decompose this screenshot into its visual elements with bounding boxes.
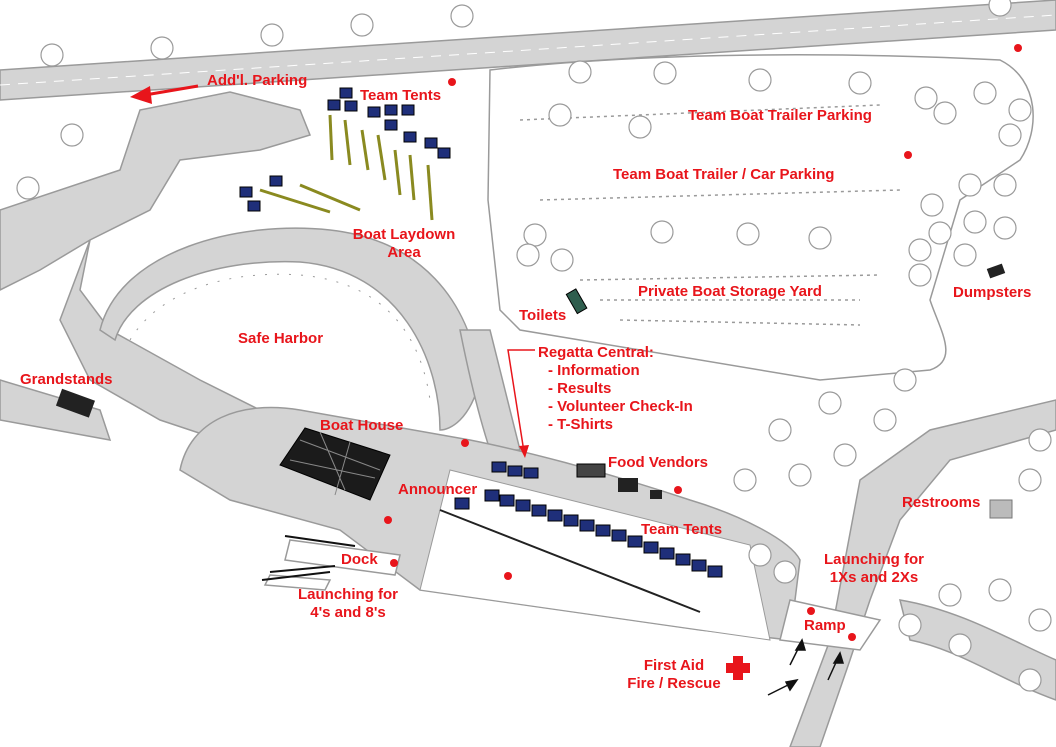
boat-house-building — [279, 427, 391, 501]
boat-laydown-area-label: Boat Laydown Area — [346, 226, 462, 262]
docks — [263, 539, 401, 591]
arrow-down-icon — [507, 349, 535, 458]
regatta-central-item: - Volunteer Check-In — [548, 398, 693, 415]
launching-4s-8s-line2: 4's and 8's — [310, 604, 386, 621]
private-boat-storage-yard-label: Private Boat Storage Yard — [638, 283, 822, 300]
regatta-central-label: Regatta Central: - Information - Results… — [538, 344, 693, 434]
highway — [0, 0, 1056, 101]
grandstands-structure — [55, 388, 95, 418]
first-aid-label: First Aid Fire / Rescue — [616, 657, 732, 693]
bottom-team-tents — [454, 461, 723, 578]
launching-1x-2x-label: Launching for 1Xs and 2Xs — [812, 551, 936, 587]
addl-parking-label: Add'l. Parking — [207, 72, 308, 89]
launching-4s-8s-line1: Launching for — [298, 586, 398, 603]
red-dot-markers — [384, 44, 1022, 641]
red-cross-icon — [726, 656, 750, 680]
dumpsters-label: Dumpsters — [953, 284, 1032, 301]
regatta-central-item: - Information — [548, 362, 640, 379]
launching-1x-2x-line2: 1Xs and 2Xs — [829, 569, 919, 586]
safe-harbor-basin — [99, 227, 481, 431]
restrooms-label: Restrooms — [902, 494, 981, 511]
dock-label: Dock — [341, 551, 378, 568]
boat-laydown-area-line1: Boat Laydown — [352, 226, 456, 243]
east-roads — [459, 329, 1056, 747]
first-aid-line2: Fire / Rescue — [627, 675, 721, 692]
team-boat-trailer-parking-label: Team Boat Trailer Parking — [688, 107, 872, 124]
launch-arrows — [767, 638, 845, 696]
ramp-label: Ramp — [804, 617, 846, 634]
trees — [16, 0, 1052, 692]
team-tents-top-label: Team Tents — [360, 87, 442, 104]
launching-1x-2x-line1: Launching for — [824, 551, 924, 568]
team-boat-trailer-car-parking-label: Team Boat Trailer / Car Parking — [613, 166, 835, 183]
toilets-label: Toilets — [519, 307, 567, 324]
regatta-central-item: - T-Shirts — [548, 416, 614, 433]
announcer-label: Announcer — [398, 481, 478, 498]
first-aid-line1: First Aid — [643, 657, 705, 674]
parking-lot — [487, 54, 1034, 381]
arrow-left-icon — [130, 84, 199, 104]
boat-laydown-area-line2: Area — [387, 244, 421, 261]
vehicles — [565, 263, 1013, 519]
safe-harbor-label: Safe Harbor — [238, 330, 324, 347]
team-tents-bottom-label: Team Tents — [641, 521, 723, 538]
laydown-boats — [259, 114, 434, 221]
top-team-tents — [239, 87, 451, 212]
regatta-central-item: - Results — [548, 380, 612, 397]
boat-house-label: Boat House — [320, 417, 404, 434]
dock-boats — [261, 535, 356, 581]
regatta-central-title: Regatta Central: — [538, 344, 654, 361]
grandstands-label: Grandstands — [20, 371, 113, 388]
food-vendors-label: Food Vendors — [608, 454, 709, 471]
launching-4s-8s-label: Launching for 4's and 8's — [288, 586, 408, 622]
